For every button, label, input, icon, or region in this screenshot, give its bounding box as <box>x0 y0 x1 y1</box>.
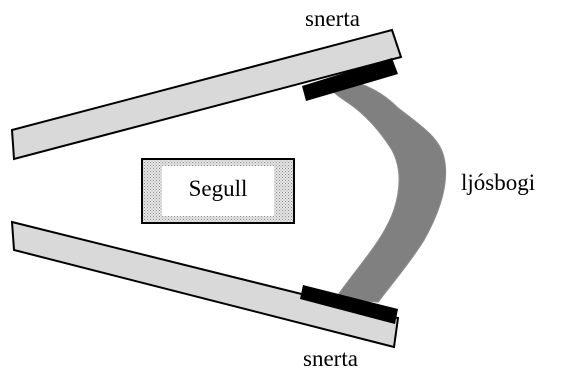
top-contact <box>302 58 398 101</box>
electric-arc <box>326 80 447 303</box>
upper-rail <box>10 28 403 161</box>
bottom-electrode-label: snerta <box>303 346 358 371</box>
magnet-inner <box>162 166 274 216</box>
lower-rail <box>10 220 400 349</box>
top-electrode-label: snerta <box>305 6 360 31</box>
arc-label: ljósbogi <box>461 170 535 195</box>
bottom-contact <box>300 285 398 324</box>
magnet-label: Segull <box>189 176 248 201</box>
